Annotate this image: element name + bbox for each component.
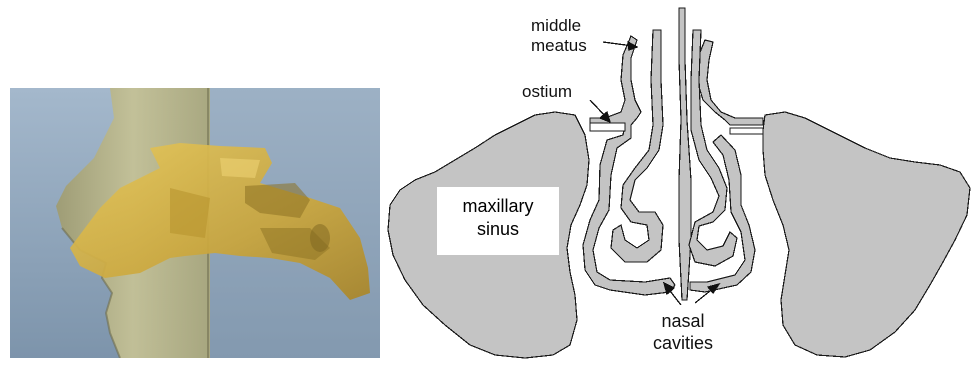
middle-meatus-label-line1: middle	[531, 16, 587, 36]
right-nasal-cavity-wall	[697, 40, 763, 125]
right-maxillary-sinus-shape	[763, 112, 970, 357]
maxillary-sinus-label-line1: maxillary	[437, 195, 559, 218]
middle-meatus-label: middle meatus	[531, 16, 587, 56]
nasal-cavities-label-line2: cavities	[653, 332, 713, 354]
nasal-3d-rendering	[10, 88, 380, 358]
sinus-cross-section-diagram: middle meatus ostium maxillary sinus nas…	[385, 0, 975, 369]
ostium-label: ostium	[522, 82, 572, 102]
nasal-3d-rendering-image	[10, 88, 380, 358]
middle-meatus-label-line2: meatus	[531, 36, 587, 56]
maxillary-sinus-label-line2: sinus	[437, 218, 559, 241]
nasal-cavities-label: nasal cavities	[653, 310, 713, 354]
nasal-cavities-label-line1: nasal	[653, 310, 713, 332]
septum-shape	[679, 8, 691, 300]
maxillary-sinus-label: maxillary sinus	[437, 187, 559, 255]
